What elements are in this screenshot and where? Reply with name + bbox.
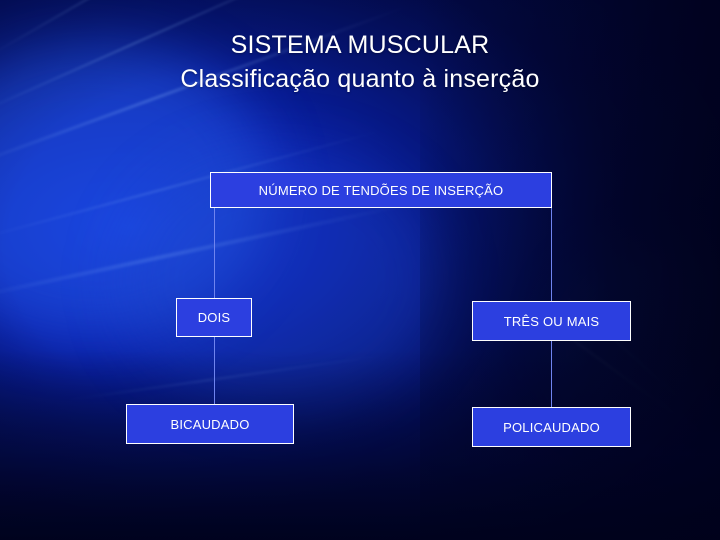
slide-title-line-1: SISTEMA MUSCULAR — [230, 31, 490, 59]
diagram-node-tres-ou-mais: TRÊS OU MAIS — [472, 301, 631, 341]
connector-root-to-tres — [551, 208, 552, 301]
diagram-node-root: NÚMERO DE TENDÕES DE INSERÇÃO — [210, 172, 552, 208]
diagram-node-policaudado: POLICAUDADO — [472, 407, 631, 447]
slide-title: SISTEMA MUSCULAR Classificação quanto à … — [0, 28, 720, 96]
slide-title-line-2: Classificação quanto à inserção — [180, 65, 540, 93]
diagram-node-dois: DOIS — [176, 298, 252, 337]
connector-root-to-dois — [214, 208, 215, 298]
connector-tres-to-policaudado — [551, 341, 552, 407]
diagram-node-bicaudado: BICAUDADO — [126, 404, 294, 444]
connector-dois-to-bicaudado — [214, 337, 215, 404]
